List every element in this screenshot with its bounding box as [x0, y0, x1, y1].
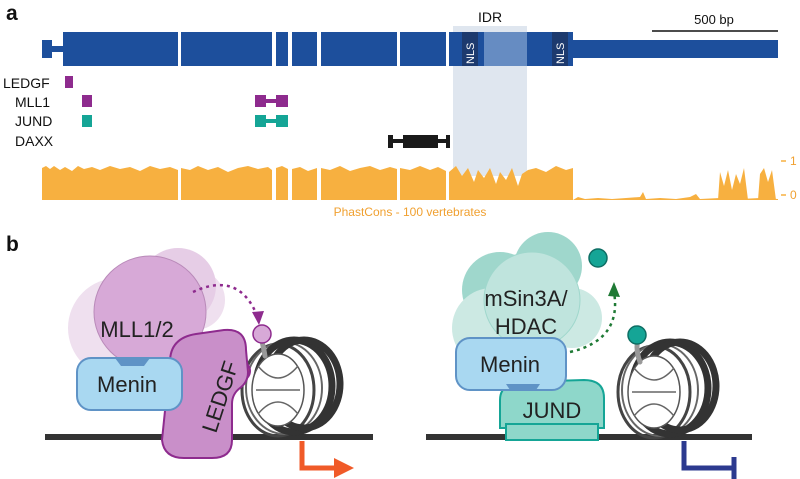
menin-label-right: Menin — [480, 352, 540, 377]
nls-label-2: NLS — [555, 43, 567, 64]
track-label-jund: JUND — [15, 113, 52, 129]
activation-arrow — [299, 441, 354, 478]
idr-label: IDR — [478, 9, 502, 25]
mll-complex: MLL1/2 — [68, 248, 225, 378]
nls-box-1 — [462, 32, 478, 66]
nucleosome-left — [240, 336, 344, 438]
jund-region-1 — [82, 115, 92, 127]
mll-label: MLL1/2 — [100, 317, 173, 342]
phastcons-label: PhastCons - 100 vertebrates — [334, 205, 487, 219]
deacetylation-arrowhead — [608, 282, 620, 297]
mll1-region-1 — [82, 95, 92, 107]
msin3a-complex: mSin3A/ HDAC — [452, 232, 602, 368]
acetyl-mark-released — [588, 248, 608, 268]
msin3a-label: mSin3A/ — [484, 286, 568, 311]
menin-left: Menin — [76, 357, 183, 411]
exon — [292, 32, 317, 66]
daxx-region — [388, 135, 450, 148]
phastcons-tick-label-0: 0 — [790, 188, 797, 202]
panel-b-label: b — [6, 233, 19, 256]
exon — [63, 32, 178, 66]
gene-model: NLS NLS — [42, 32, 778, 66]
exon-utr — [573, 40, 778, 58]
phastcons-track — [42, 166, 778, 200]
exon — [400, 32, 446, 66]
nls-label-1: NLS — [465, 43, 477, 64]
hdac-label: HDAC — [495, 314, 557, 339]
repression-symbol — [681, 441, 737, 479]
track-label-daxx: DAXX — [15, 133, 54, 149]
menin-right: Menin — [455, 337, 567, 391]
jund-protein: JUND — [499, 378, 605, 441]
methylation-arrowhead — [252, 311, 264, 325]
exon — [42, 40, 52, 58]
track-label-mll1: MLL1 — [15, 94, 50, 110]
phastcons-tick-label-1: 1 — [790, 154, 797, 168]
mll1-region-2 — [255, 95, 288, 107]
ledgf-region — [65, 76, 73, 88]
exon — [321, 32, 397, 66]
jund-label: JUND — [523, 398, 582, 423]
intron — [52, 46, 64, 52]
deacetylation-arrow — [569, 291, 617, 354]
panel-a-label: a — [6, 2, 18, 25]
scale-label: 500 bp — [694, 12, 734, 27]
methyl-mark — [252, 324, 272, 344]
track-label-ledgf: LEDGF — [3, 75, 50, 91]
right-scene: mSin3A/ HDAC JUND Menin — [426, 232, 752, 479]
menin-label-left: Menin — [97, 372, 157, 397]
ledgf-protein: LEDGF — [160, 328, 250, 459]
jund-region-2 — [255, 115, 288, 127]
left-scene: MLL1/2 LEDGF Menin — [45, 248, 373, 478]
nls-box-2 — [552, 32, 568, 66]
exon — [276, 32, 288, 66]
methylation-arrow — [192, 283, 260, 319]
nucleosome-right — [616, 338, 720, 440]
idr-overlay — [484, 32, 527, 66]
acetyl-mark-bound — [627, 325, 647, 345]
exon — [181, 32, 272, 66]
